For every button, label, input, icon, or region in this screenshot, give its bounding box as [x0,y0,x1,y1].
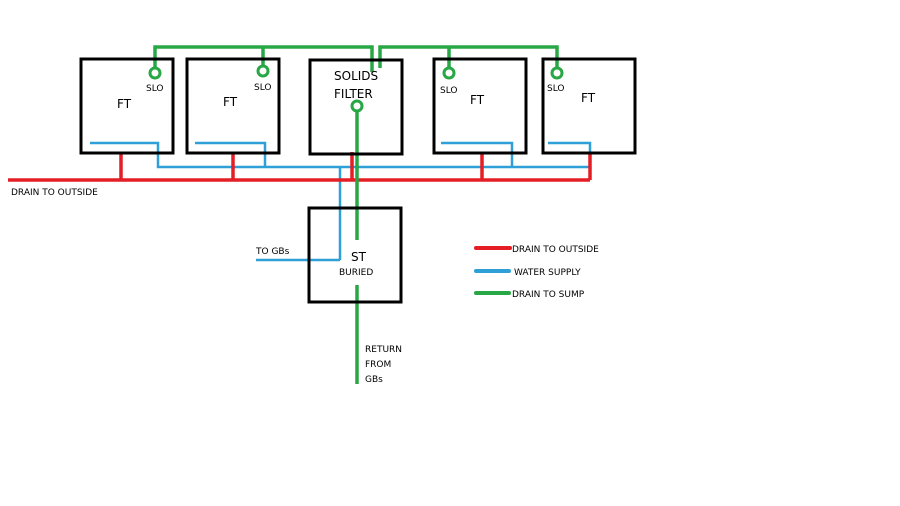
tank-label: FT [223,95,238,109]
sump-tank-label: ST [351,250,367,264]
tank-label: FT [470,93,485,107]
sump-tank-sublabel: BURIED [339,268,373,278]
solids-filter-box [308,58,404,156]
fish-tank-1 [79,57,175,155]
sump-tank-box [307,206,403,304]
fish-tank-4 [541,57,637,155]
solids-filter-label-line2: FILTER [334,87,373,101]
slo-label: SLO [440,86,458,96]
solids-filter-outlet [350,99,364,113]
tank-label: FT [117,97,132,111]
legend-label: DRAIN TO SUMP [512,290,585,300]
solids-filter-label-line1: SOLIDS [334,69,378,83]
legend: DRAIN TO OUTSIDE WATER SUPPLY DRAIN TO S… [474,245,599,300]
slo-outlet-1 [148,66,162,80]
legend-label: DRAIN TO OUTSIDE [512,245,599,255]
return-label-line1: RETURN [365,345,402,355]
water-supply-pipes [90,141,592,262]
slo-outlet-4 [550,66,564,80]
drain-outside-label: DRAIN TO OUTSIDE [11,188,98,198]
to-gbs-label: TO GBs [255,247,290,257]
return-label-line2: FROM [365,360,391,370]
slo-label: SLO [547,84,565,94]
legend-label: WATER SUPPLY [514,268,581,278]
slo-label: SLO [254,83,272,93]
slo-label: SLO [146,84,164,94]
fish-tank-3 [432,57,528,155]
fish-tank-2 [185,57,281,155]
return-label-line3: GBs [365,375,383,385]
drain-outside-pipes [8,152,592,182]
tank-label: FT [581,91,596,105]
slo-outlet-3 [442,66,456,80]
slo-outlet-2 [256,64,270,78]
